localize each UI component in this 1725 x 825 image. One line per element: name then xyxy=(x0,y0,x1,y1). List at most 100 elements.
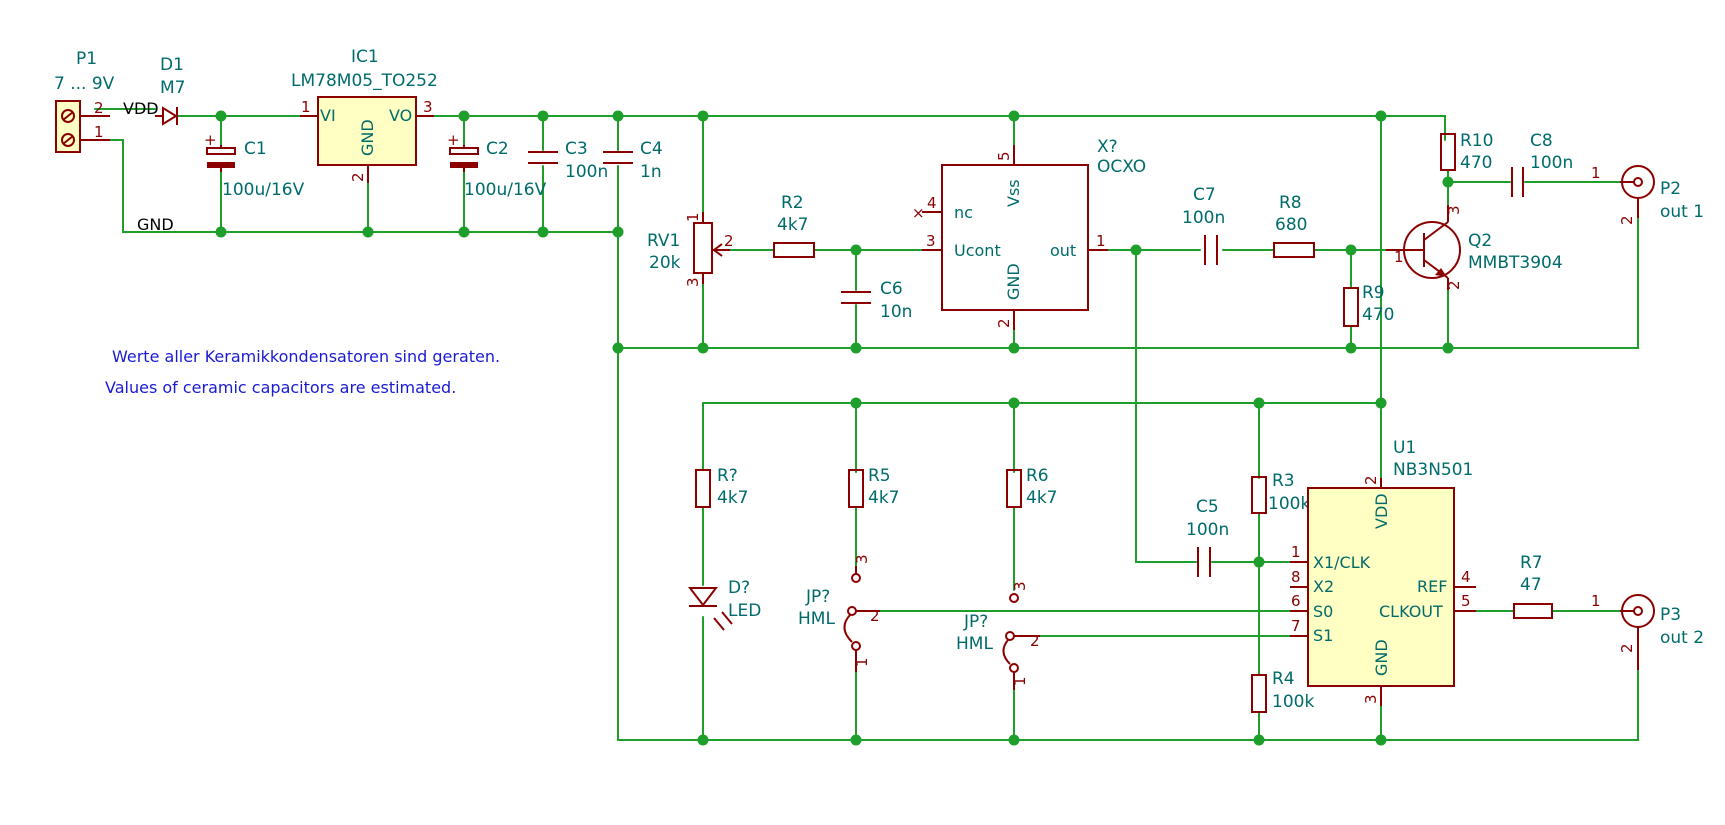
connector-p1[interactable]: P1 7 ... 9V 2 1 xyxy=(54,49,115,153)
c4-value: 1n xyxy=(640,162,662,182)
coax-inner-icon xyxy=(1633,177,1643,187)
u1-pin-number: 5 xyxy=(1461,592,1471,610)
c1-ref: C1 xyxy=(244,139,267,159)
d1-ref: D1 xyxy=(160,55,184,75)
junction xyxy=(850,734,862,746)
oscillator-ocxo[interactable]: × X? OCXO nc Ucont out Vss GND 5 4 3 1 2 xyxy=(912,137,1146,330)
rv1-pin-number: 1 xyxy=(684,212,702,222)
connector-p3[interactable]: P3 out 2 1 2 xyxy=(1591,592,1704,670)
resistor-r3[interactable]: R3 100k xyxy=(1251,471,1310,514)
u1-pin-number: 6 xyxy=(1291,592,1301,610)
net-label-vdd: VDD xyxy=(123,99,159,118)
junction xyxy=(1375,734,1387,746)
p3-ref: P3 xyxy=(1660,605,1681,625)
jp2-ref: JP? xyxy=(963,612,988,632)
wiper-arrow-icon xyxy=(712,243,723,257)
rv1-pin-number: 2 xyxy=(724,232,734,250)
capacitor-c2[interactable]: + C2 100u/16V xyxy=(447,131,547,200)
r5-body xyxy=(848,469,864,508)
p2-pin-number: 1 xyxy=(1591,164,1601,182)
capacitor-c6[interactable]: C6 10n xyxy=(841,279,912,322)
junction xyxy=(1253,397,1265,409)
junction xyxy=(612,342,624,354)
r3-value: 100k xyxy=(1268,494,1310,514)
q2-pin-number: 1 xyxy=(1394,248,1404,266)
terminal-screw-slot xyxy=(62,111,74,121)
regulator-ic1[interactable]: IC1 LM78M05_TO252 VI VO GND 1 3 2 xyxy=(291,47,438,183)
nc-marker-icon: × xyxy=(912,204,925,222)
r9-value: 470 xyxy=(1362,305,1394,325)
terminal-screw-icon xyxy=(61,133,75,147)
u1-pin-number: 8 xyxy=(1291,568,1301,586)
ic1-pin-number: 1 xyxy=(301,98,311,116)
led-value: LED xyxy=(728,601,761,621)
ocxo-pin-number: 5 xyxy=(995,151,1013,161)
connector-p2[interactable]: P2 out 1 1 2 xyxy=(1591,164,1704,225)
resistor-r9[interactable]: R9 470 xyxy=(1343,283,1394,327)
jumper-bridge-icon xyxy=(1002,639,1011,665)
clock-ic-u1[interactable]: U1 NB3N501 VDD GND X1/CLK X2 S0 S1 REF C… xyxy=(1290,438,1476,706)
jp2-value: HML xyxy=(956,634,993,654)
r5-ref: R5 xyxy=(868,466,891,486)
p1-pin: 2 xyxy=(94,99,104,117)
jumper-jp1[interactable]: JP? HML 3 2 1 xyxy=(798,554,880,672)
p1-value: 7 ... 9V xyxy=(54,74,115,94)
c4-ref: C4 xyxy=(640,139,663,159)
p3-pin-number: 2 xyxy=(1618,643,1636,653)
c7-ref: C7 xyxy=(1193,185,1216,205)
diode-d1[interactable]: D1 M7 xyxy=(155,55,185,126)
net-label-gnd: GND xyxy=(137,215,174,234)
resistor-r7[interactable]: R7 47 xyxy=(1513,553,1553,619)
resistor-r8[interactable]: R8 680 xyxy=(1273,193,1315,258)
ocxo-pin-number: 4 xyxy=(927,194,937,212)
r3-ref: R3 xyxy=(1272,471,1295,491)
junction xyxy=(697,734,709,746)
c1-value: 100u/16V xyxy=(222,180,305,200)
capacitor-c5[interactable]: C5 100n xyxy=(1186,497,1229,577)
jp1-ref: JP? xyxy=(805,587,830,607)
resistor-r6[interactable]: R6 4k7 xyxy=(1006,466,1057,508)
jp2-pin-number: 2 xyxy=(1030,632,1040,650)
ic1-pin-gnd: GND xyxy=(358,119,377,156)
q2-pin-number: 2 xyxy=(1445,280,1463,290)
r4-value: 100k xyxy=(1272,692,1314,712)
junction xyxy=(612,226,624,238)
c8-value: 100n xyxy=(1530,153,1573,173)
r7-value: 47 xyxy=(1520,575,1542,595)
resistor-r-led[interactable]: R? 4k7 xyxy=(695,466,748,508)
ocxo-pin-number: 3 xyxy=(926,232,936,250)
capacitor-c8[interactable]: C8 100n xyxy=(1511,131,1573,197)
resistor-r10[interactable]: R10 470 xyxy=(1440,131,1493,173)
p2-ref: P2 xyxy=(1660,179,1681,199)
resistor-r2[interactable]: R2 4k7 xyxy=(773,193,815,258)
jumper-jp2[interactable]: JP? HML 3 2 1 xyxy=(956,581,1040,690)
junction xyxy=(612,110,624,122)
resistor-r5[interactable]: R5 4k7 xyxy=(848,466,899,508)
u1-ref: U1 xyxy=(1393,438,1416,458)
terminal-screw-slot xyxy=(62,135,74,145)
ocxo-pin-vss: Vss xyxy=(1004,179,1023,207)
resistor-r4[interactable]: R4 100k xyxy=(1251,669,1314,713)
u1-pin-vdd: VDD xyxy=(1372,493,1391,529)
transistor-q2[interactable]: Q2 MMBT3904 1 3 2 xyxy=(1386,205,1563,290)
led-ref: D? xyxy=(728,578,750,598)
u1-pin-s0: S0 xyxy=(1313,602,1333,621)
ic1-pin-vo: VO xyxy=(389,106,412,125)
junction xyxy=(537,226,549,238)
capacitor-c7[interactable]: C7 100n xyxy=(1182,185,1225,265)
junction xyxy=(1345,342,1357,354)
junction xyxy=(1008,342,1020,354)
p2-pin-number: 2 xyxy=(1618,215,1636,225)
r4-body xyxy=(1251,674,1267,713)
capacitor-c3[interactable]: C3 100n xyxy=(528,139,608,182)
capacitor-c4[interactable]: C4 1n xyxy=(603,139,663,182)
u1-value: NB3N501 xyxy=(1393,460,1473,480)
q2-pin-number: 3 xyxy=(1445,205,1463,215)
r2-ref: R2 xyxy=(781,193,804,213)
rled-body xyxy=(695,469,711,508)
led-d[interactable]: D? LED xyxy=(687,578,761,631)
u1-pin-number: 4 xyxy=(1461,568,1471,586)
capacitor-c1[interactable]: + C1 100u/16V xyxy=(204,131,305,200)
potentiometer-rv1[interactable]: RV1 20k 1 2 3 xyxy=(647,212,734,287)
q2-value: MMBT3904 xyxy=(1468,253,1563,273)
